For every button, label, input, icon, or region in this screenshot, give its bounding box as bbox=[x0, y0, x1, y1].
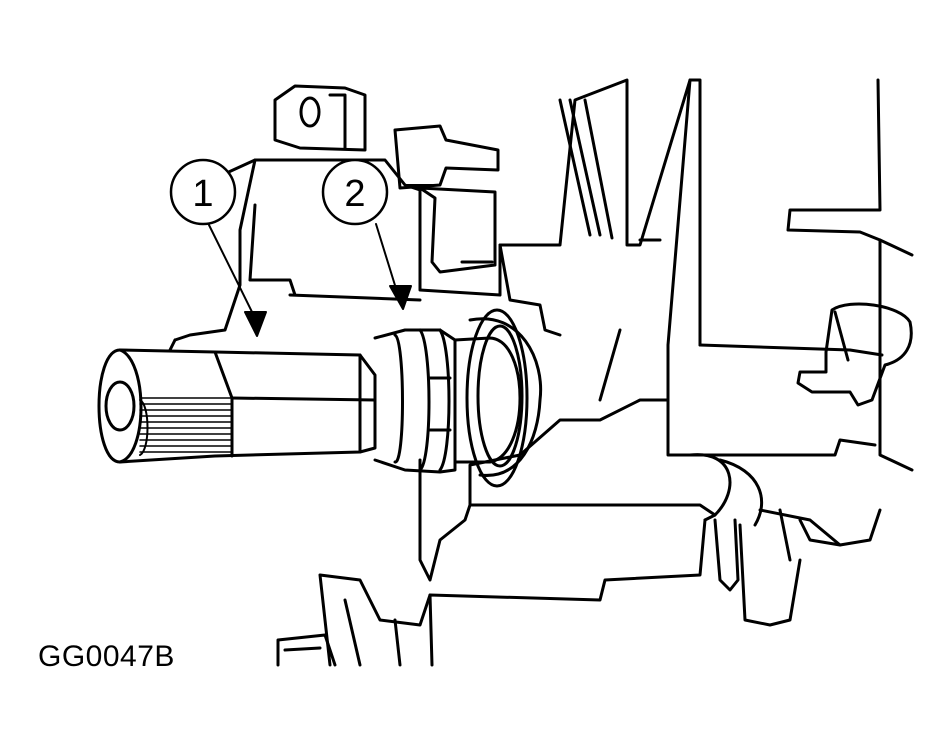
seal-bore bbox=[453, 308, 543, 488]
figure-code: GG0047B bbox=[38, 640, 175, 673]
callout-1: 1 bbox=[169, 158, 237, 226]
leader-arrowhead-1 bbox=[244, 311, 267, 337]
leader-arrowhead-2 bbox=[389, 285, 412, 310]
callout-2-circle bbox=[321, 158, 389, 226]
callout-1-circle bbox=[169, 158, 237, 226]
shaft-tool bbox=[97, 328, 457, 474]
callout-2: 2 bbox=[321, 158, 389, 226]
callout-leaders bbox=[207, 184, 433, 337]
callout-1-label: 1 bbox=[192, 173, 213, 215]
callout-2-label: 2 bbox=[344, 173, 365, 215]
housing-casing bbox=[168, 78, 914, 667]
